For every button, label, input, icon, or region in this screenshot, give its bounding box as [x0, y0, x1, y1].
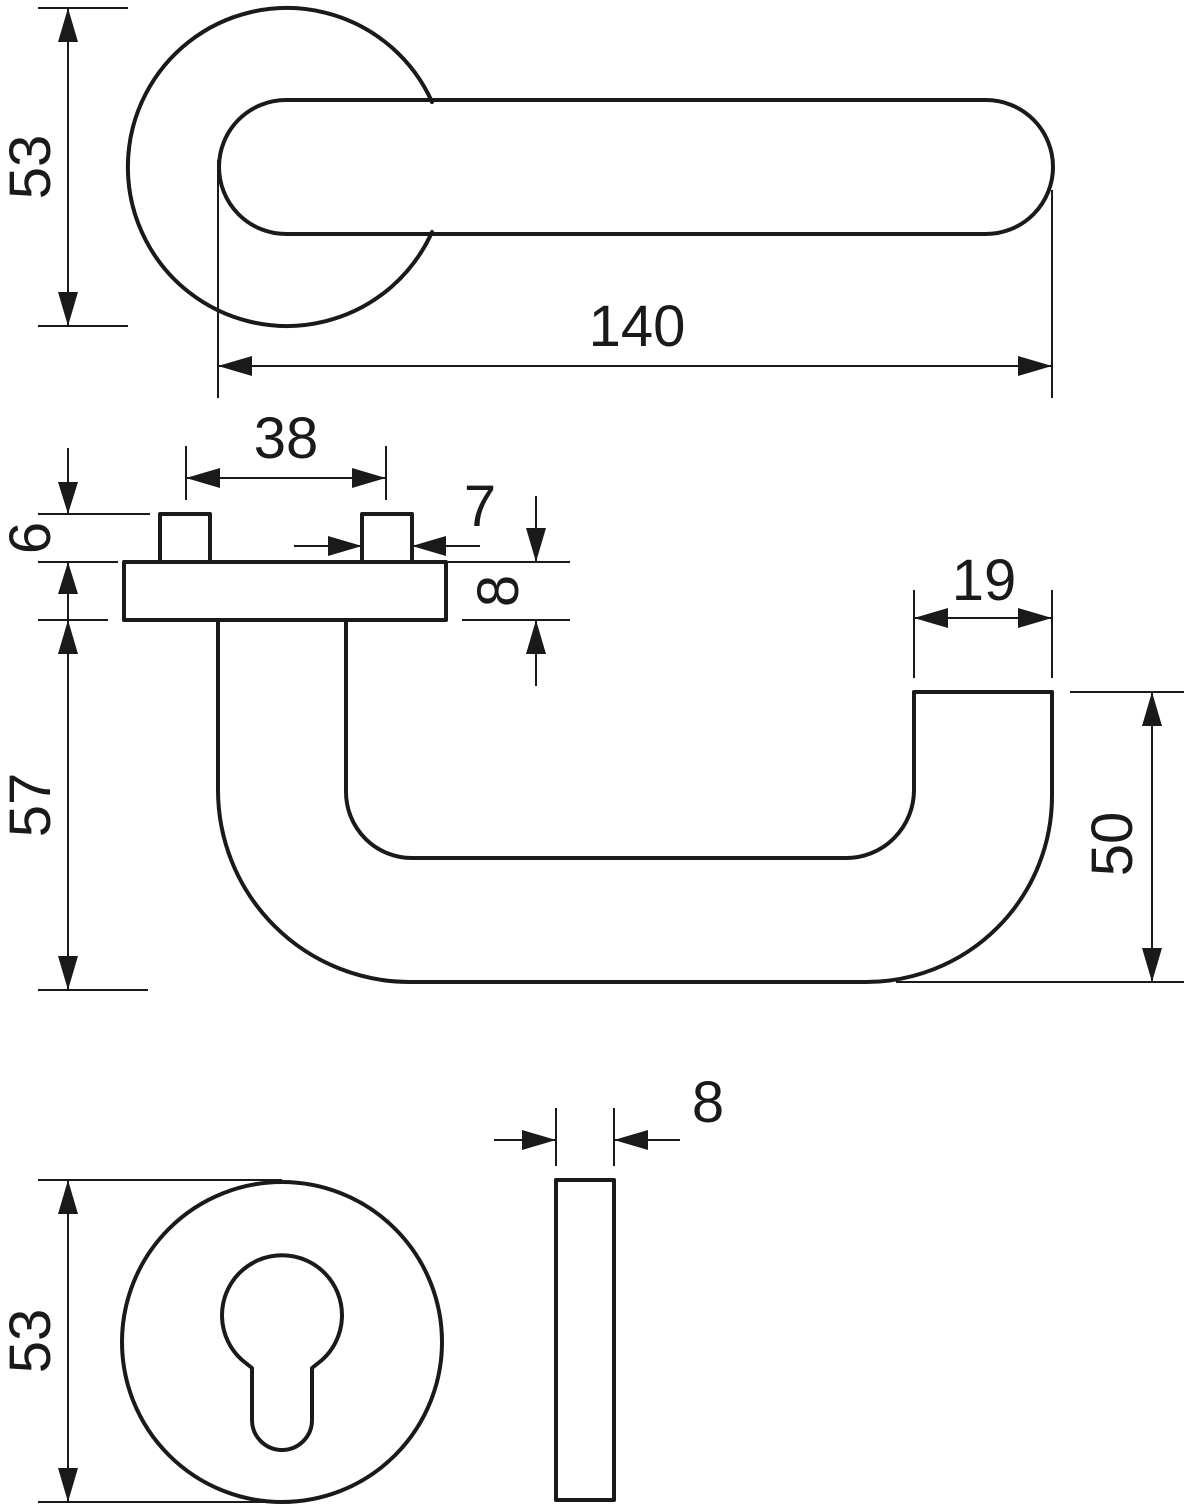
pin-left	[158, 512, 212, 564]
pin-right	[360, 512, 414, 564]
dim-label-lever-length: 140	[589, 294, 686, 359]
top-rose	[125, 6, 434, 328]
dim-label-pin-height: 6	[0, 522, 63, 554]
dim-pin-width: 7	[294, 474, 496, 556]
dim-label-pin-width: 7	[464, 474, 496, 539]
lever-profile	[216, 618, 1054, 984]
dim-escutcheon-diameter: 53	[0, 1179, 282, 1503]
dim-label-lever-drop: 57	[0, 773, 63, 838]
keyhole-cutout	[220, 1253, 344, 1452]
dim-label-escutcheon-thickness: 8	[692, 1070, 724, 1135]
dim-lever-end-width: 19	[913, 548, 1053, 678]
escutcheon-rose	[120, 1180, 444, 1504]
dim-top-rose-diameter: 53	[0, 7, 128, 327]
dim-label-lever-end-width: 19	[952, 548, 1017, 613]
dim-lever-height: 50	[896, 691, 1184, 983]
rose-plate	[122, 560, 448, 622]
dim-lever-drop: 57	[0, 619, 148, 991]
dim-label-lever-height: 50	[1080, 812, 1145, 877]
dim-rose-thickness: 8	[446, 496, 570, 686]
side-view: 38 6 7 8	[0, 406, 1184, 991]
dim-escutcheon-thickness: 8	[494, 1070, 724, 1166]
dim-label-escutcheon-diameter: 53	[0, 1309, 63, 1374]
dim-pin-spacing: 38	[185, 406, 387, 500]
dim-lever-length: 140	[217, 160, 1053, 398]
dim-pin-height: 6	[0, 448, 150, 620]
dim-label-rose-thickness: 8	[466, 575, 531, 607]
top-lever	[217, 98, 1055, 236]
bottom-view: 53 8	[0, 1070, 724, 1504]
escutcheon-side-profile	[554, 1178, 616, 1502]
dim-label-pin-spacing: 38	[254, 406, 319, 471]
top-view: 53 140	[0, 6, 1055, 398]
dim-label-top-rose: 53	[0, 135, 63, 200]
